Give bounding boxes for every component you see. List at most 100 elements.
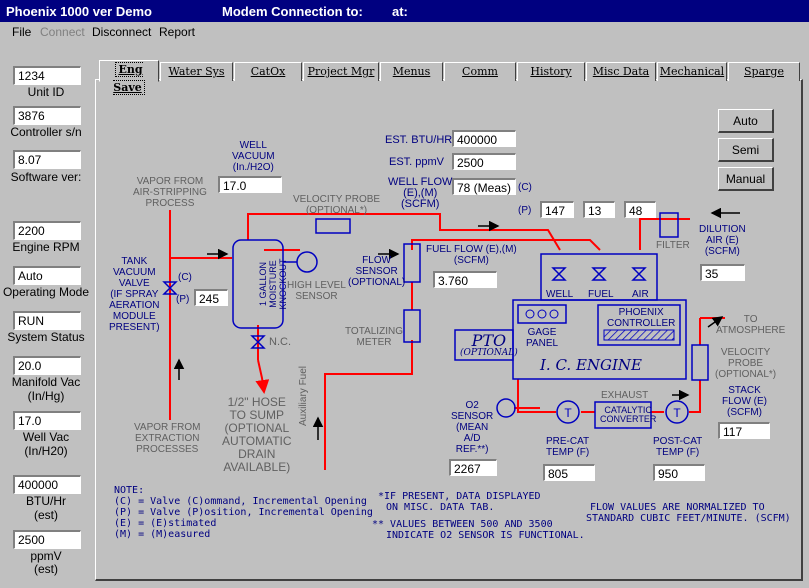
well-valve-position-field[interactable]: 147 — [540, 201, 574, 218]
ppmv-label: ppmV — [30, 549, 62, 563]
ppmv-field[interactable]: 2500 — [13, 530, 81, 549]
at-label: at: — [392, 4, 408, 19]
title-bar: Phoenix 1000 ver Demo Modem Connection t… — [0, 0, 809, 22]
software-ver-field[interactable]: 8.07 — [13, 150, 81, 169]
o2-range-note: ** VALUES BETWEEN 500 AND 3500 INDICATE … — [372, 519, 585, 541]
manifold-vac-unit: (In/Hg) — [27, 389, 65, 403]
tab-eng-save-label: Eng Save — [113, 62, 145, 95]
software-ver-label: Software ver: — [10, 170, 82, 184]
knockout-label: 1 GALLON MOISTURE KNOCKOUT — [258, 258, 288, 310]
fuel-flow-label: FUEL FLOW (E),(M)(SCFM) — [426, 244, 517, 266]
well-flow-c-label: (C) — [518, 182, 532, 193]
filter-icon — [659, 212, 679, 238]
flow-normalized-note: FLOW VALUES ARE NORMALIZED TO STANDARD C… — [586, 502, 791, 524]
knockout-vessel — [232, 239, 284, 329]
modem-connection-label: Modem Connection to: — [222, 4, 363, 19]
tank-valve-c-label: (C) — [178, 272, 192, 283]
well-vac-field[interactable]: 17.0 — [13, 411, 81, 430]
precat-temp-field[interactable]: 805 — [543, 464, 595, 481]
app-title: Phoenix 1000 ver Demo — [6, 4, 152, 19]
semi-button[interactable]: Semi — [718, 138, 774, 162]
nc-valve-icon — [250, 335, 266, 349]
tab-catox[interactable]: CatOx — [234, 62, 302, 81]
tab-mechanical[interactable]: Mechanical — [657, 62, 727, 81]
tab-misc-data[interactable]: Misc Data — [586, 62, 656, 81]
controller-sn-label: Controller s/n — [10, 125, 82, 139]
postcat-temp-icon — [665, 400, 689, 424]
dilution-air-field[interactable]: 35 — [700, 264, 745, 281]
tab-project-mgr[interactable]: Project Mgr — [303, 62, 379, 81]
filter-label: FILTER — [656, 240, 690, 251]
tab-sparge[interactable]: Sparge — [728, 62, 800, 81]
tab-history[interactable]: History — [517, 62, 585, 81]
system-status-field[interactable]: RUN — [13, 311, 81, 330]
air-valve-position-field[interactable]: 48 — [624, 201, 656, 218]
velocity-probe-top-label: VELOCITY PROBE(OPTIONAL*) — [293, 194, 381, 216]
o2-sensor-field[interactable]: 2267 — [449, 459, 497, 476]
air-valve-icon — [631, 267, 647, 281]
velocity-probe-top-icon — [315, 218, 351, 234]
tab-water-sys[interactable]: Water Sys — [160, 62, 233, 81]
controller-sn-field[interactable]: 3876 — [13, 106, 81, 125]
flow-sensor-icon — [403, 243, 421, 283]
svg-text:T: T — [564, 406, 572, 420]
tab-eng-save[interactable]: Eng Save — [99, 60, 159, 95]
menu-report[interactable]: Report — [159, 25, 196, 39]
est-btu-field[interactable]: 400000 — [452, 130, 516, 147]
optional-data-note: *IF PRESENT, DATA DISPLAYED ON MISC. DAT… — [378, 491, 541, 513]
tank-valve-position-field[interactable]: 245 — [194, 289, 228, 306]
stack-flow-field[interactable]: 117 — [718, 422, 770, 439]
well-flow-field[interactable]: 78 (Meas) — [452, 178, 516, 195]
engine-rpm-field[interactable]: 2200 — [13, 221, 81, 240]
operating-mode-field[interactable]: Auto — [13, 266, 81, 285]
air-valve-label: AIR — [632, 289, 649, 300]
manifold-vac-label: Manifold Vac — [11, 375, 81, 389]
catalytic-converter-box — [594, 401, 652, 429]
engine-label: I. C. ENGINE — [540, 356, 642, 374]
menu-file[interactable]: File — [12, 25, 32, 39]
btu-hr-field[interactable]: 400000 — [13, 475, 81, 494]
unit-id-label: Unit ID — [27, 85, 65, 99]
est-btu-label: EST. BTU/HR — [385, 134, 453, 146]
fuel-flow-field[interactable]: 3.760 — [433, 271, 497, 288]
o2-sensor-icon — [496, 398, 516, 418]
well-valve-label: WELL — [546, 289, 574, 300]
phoenix-controller-box — [597, 304, 681, 346]
est-ppmv-field[interactable]: 2500 — [452, 153, 516, 170]
exhaust-label: EXHAUST — [601, 390, 649, 401]
menu-bar: File Connect Disconnect Report — [0, 23, 809, 43]
precat-temp-icon — [556, 400, 580, 424]
tab-comm[interactable]: Comm — [444, 62, 516, 81]
postcat-temp-field[interactable]: 950 — [653, 464, 705, 481]
auto-button[interactable]: Auto — [718, 109, 774, 133]
svg-text:T: T — [673, 406, 681, 420]
menu-connect: Connect — [40, 25, 85, 39]
manifold-vac-field[interactable]: 20.0 — [13, 356, 81, 375]
unit-id-field[interactable]: 1234 — [13, 66, 81, 85]
legend-notes: NOTE: (C) = Valve (C)ommand, Incremental… — [114, 485, 373, 540]
fuel-valve-icon — [591, 267, 607, 281]
est-ppmv-label: EST. ppmV — [389, 156, 445, 168]
manual-button[interactable]: Manual — [718, 167, 774, 191]
fuel-valve-position-field[interactable]: 13 — [583, 201, 615, 218]
engine-rpm-label: Engine RPM — [12, 240, 80, 254]
menu-disconnect[interactable]: Disconnect — [92, 25, 152, 39]
well-vacuum-field[interactable]: 17.0 — [218, 176, 282, 193]
nc-label: N.C. — [269, 336, 291, 348]
tab-menus[interactable]: Menus — [380, 62, 443, 81]
tank-valve-p-label: (P) — [176, 294, 190, 305]
